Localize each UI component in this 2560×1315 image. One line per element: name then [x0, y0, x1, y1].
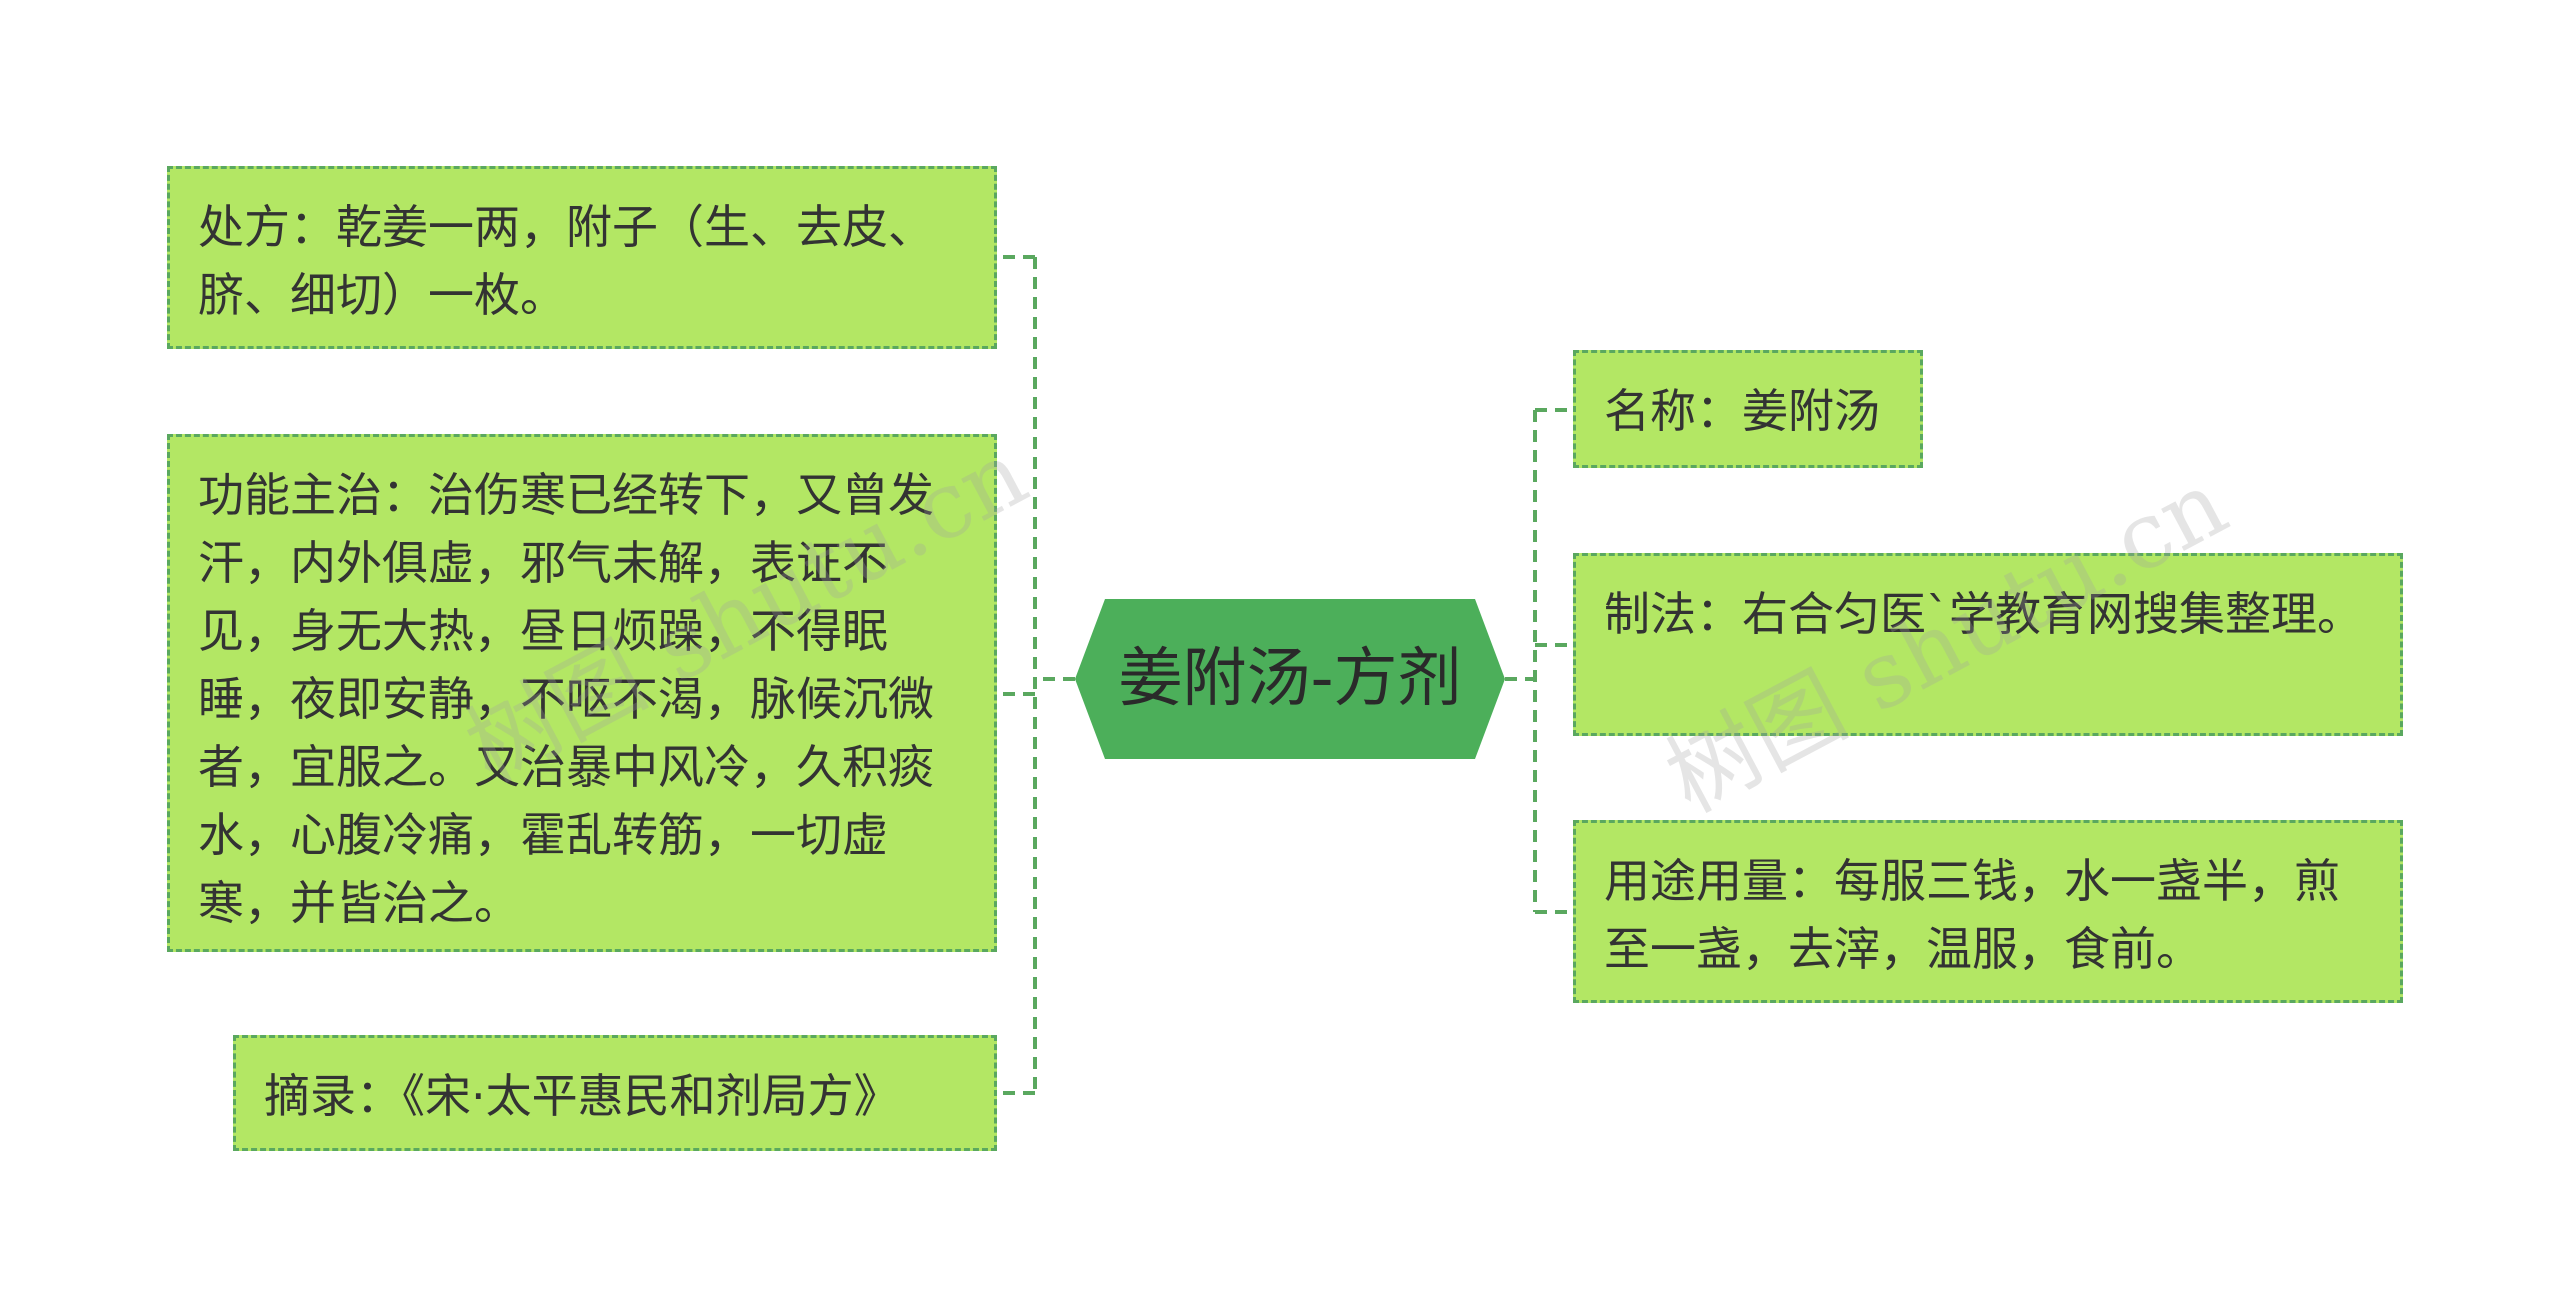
node-zhifa[interactable]: 制法：右合匀医`学教育网搜集整理。 [1573, 553, 2403, 736]
center-topic[interactable]: 姜附汤-方剂 [1075, 599, 1505, 759]
node-zhifa-text: 制法：右合匀医`学教育网搜集整理。 [1604, 587, 2363, 641]
node-mingcheng-text: 名称：姜附汤 [1604, 384, 1880, 438]
node-chufang-text: 处方：乾姜一两，附子（生、去皮、脐、细切）一枚。 [198, 200, 934, 322]
node-yongtu-text: 用途用量：每服三钱，水一盏半，煎至一盏，去滓，温服，食前。 [1604, 854, 2340, 976]
node-chufang[interactable]: 处方：乾姜一两，附子（生、去皮、脐、细切）一枚。 [167, 166, 997, 349]
node-gongneng[interactable]: 功能主治：治伤寒已经转下，又曾发汗，内外俱虚，邪气未解，表证不见，身无大热，昼日… [167, 434, 997, 952]
node-yongtu[interactable]: 用途用量：每服三钱，水一盏半，煎至一盏，去滓，温服，食前。 [1573, 820, 2403, 1003]
center-title: 姜附汤-方剂 [1118, 642, 1462, 716]
node-zhailu[interactable]: 摘录：《宋·太平惠民和剂局方》 [233, 1035, 997, 1151]
node-mingcheng[interactable]: 名称：姜附汤 [1573, 350, 1923, 468]
node-zhailu-text: 摘录：《宋·太平惠民和剂局方》 [264, 1069, 900, 1123]
node-gongneng-text: 功能主治：治伤寒已经转下，又曾发汗，内外俱虚，邪气未解，表证不见，身无大热，昼日… [198, 468, 934, 930]
center-hexagon-shape [1075, 599, 1505, 759]
